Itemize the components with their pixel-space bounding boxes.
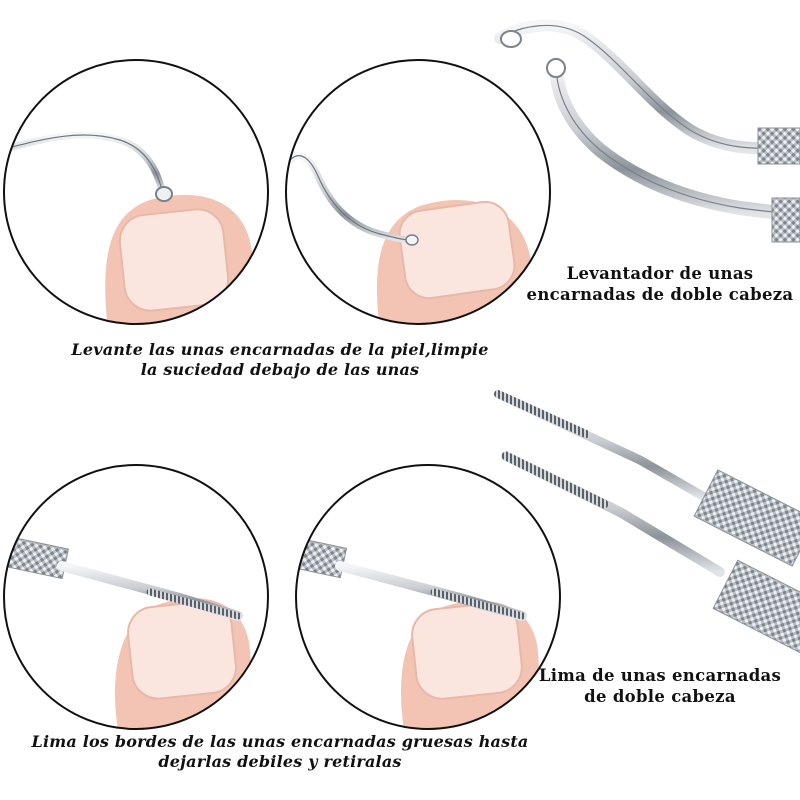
caption-file-product: Lima de unas encarnadas de doble cabeza bbox=[520, 666, 800, 707]
caption-line: de doble cabeza bbox=[584, 686, 736, 706]
double-head-file-product bbox=[493, 389, 800, 655]
lift-demo-circle-right bbox=[285, 59, 551, 325]
lifter-tip bbox=[155, 186, 173, 202]
nail bbox=[127, 600, 237, 700]
nail bbox=[411, 602, 523, 700]
caption-line: Lima los bordes de las unas encarnadas g… bbox=[31, 732, 529, 751]
caption-file-usage: Lima los bordes de las unas encarnadas g… bbox=[20, 732, 540, 772]
caption-line: la suciedad debajo de las unas bbox=[140, 360, 420, 379]
caption-lift-usage: Levante las unas encarnadas de la piel,l… bbox=[20, 340, 540, 380]
file-handle bbox=[296, 535, 348, 579]
nail bbox=[118, 208, 230, 312]
lifter-tip bbox=[405, 234, 419, 246]
double-head-lifter-product bbox=[494, 19, 800, 243]
caption-line: Levante las unas encarnadas de la piel,l… bbox=[71, 340, 489, 359]
file-demo-circle-left bbox=[3, 464, 269, 730]
nail bbox=[398, 200, 516, 300]
caption-line: dejarlas debiles y retiralas bbox=[158, 752, 402, 771]
caption-line: encarnadas de doble cabeza bbox=[526, 284, 794, 304]
nail-lifter-tool bbox=[4, 131, 166, 194]
lift-demo-circle-left bbox=[3, 59, 269, 325]
caption-line: Lima de unas encarnadas bbox=[538, 666, 782, 685]
caption-line: Levantador de unas bbox=[566, 264, 754, 283]
file-demo-circle-right bbox=[295, 464, 561, 730]
caption-lifter-product: Levantador de unas encarnadas de doble c… bbox=[520, 264, 800, 305]
